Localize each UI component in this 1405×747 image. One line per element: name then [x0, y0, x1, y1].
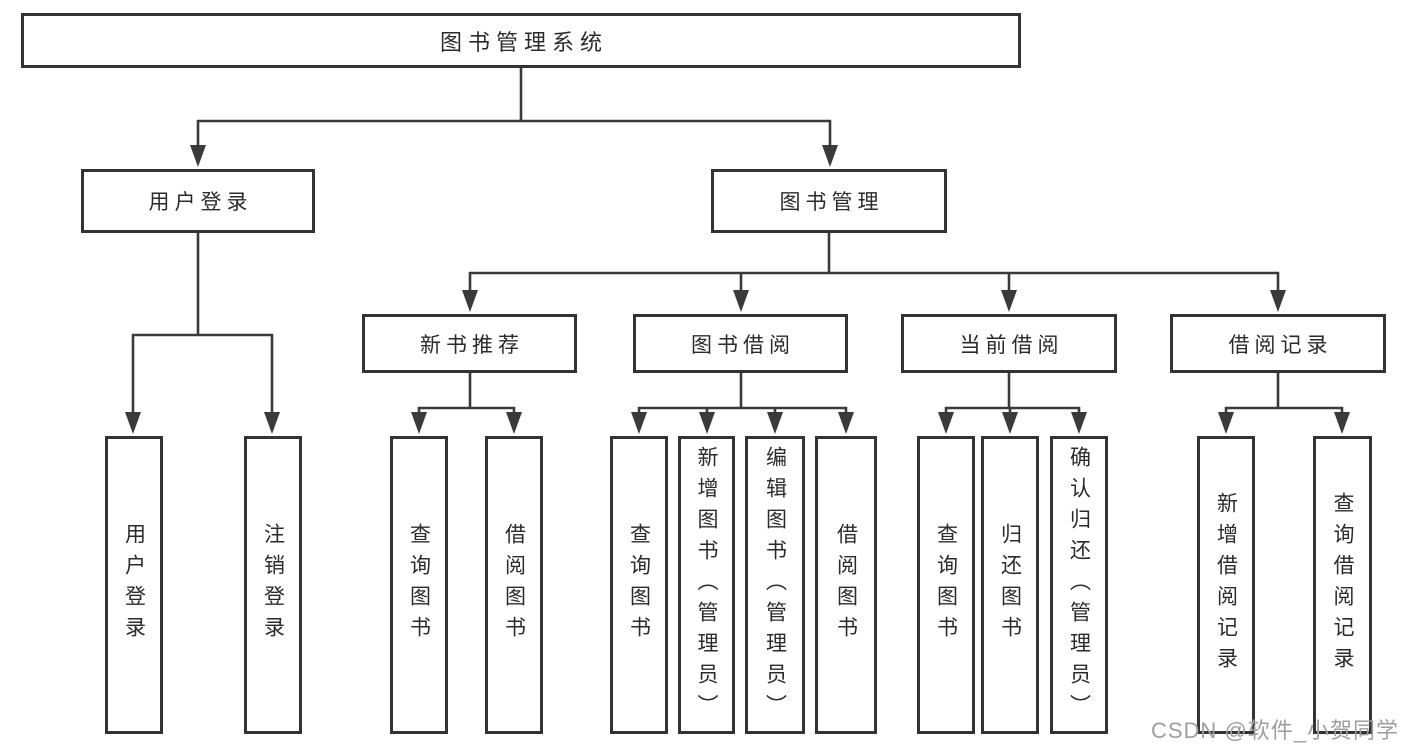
node-leaf-borrow-books-recommend-label: 借阅图书: [502, 523, 526, 647]
node-leaf-query-borrow-record-label: 查询借阅记录: [1331, 492, 1354, 678]
node-leaf-add-book-admin-label: 新增图书（管理员）: [695, 445, 718, 725]
node-new-book-recommend-label: 新书推荐: [420, 333, 524, 357]
node-leaf-user-login: 用户登录: [105, 436, 163, 734]
node-leaf-edit-book-admin: 编辑图书（管理员）: [745, 436, 805, 734]
arrowhead-icon: [1334, 412, 1350, 434]
node-leaf-user-login-label: 用户登录: [122, 523, 146, 647]
connector-new-book: [417, 373, 516, 416]
connector-borrow-record: [1224, 373, 1344, 416]
node-leaf-confirm-return-admin: 确认归还（管理员）: [1050, 436, 1108, 734]
node-leaf-add-borrow-record: 新增借阅记录: [1197, 436, 1255, 734]
node-book-borrowing: 图书借阅: [633, 314, 848, 373]
node-leaf-query-books-recommend: 查询图书: [390, 436, 448, 734]
node-library-system-label: 图书管理系统: [439, 29, 608, 55]
node-leaf-confirm-return-admin-label: 确认归还（管理员）: [1067, 445, 1091, 725]
node-current-borrowing-label: 当前借阅: [959, 333, 1064, 357]
node-book-borrowing-label: 图书借阅: [691, 333, 795, 357]
node-book-management-label: 图书管理: [779, 191, 884, 214]
node-leaf-edit-book-admin-label: 编辑图书（管理员）: [763, 445, 787, 725]
connector-book-management: [468, 233, 1280, 297]
connector-book-borrow: [637, 373, 848, 416]
connector-user-login: [131, 233, 274, 414]
arrowhead-icon: [1270, 290, 1286, 312]
node-leaf-logout-label: 注销登录: [261, 523, 285, 647]
node-leaf-return-books: 归还图书: [981, 436, 1039, 734]
node-leaf-logout: 注销登录: [244, 436, 302, 734]
arrowhead-icon: [1001, 290, 1017, 312]
arrowhead-icon: [822, 145, 838, 167]
node-leaf-return-books-label: 归还图书: [998, 523, 1022, 647]
node-user-login-branch: 用户登录: [81, 169, 315, 233]
node-leaf-query-books-current: 查询图书: [917, 436, 975, 734]
node-leaf-query-borrow-record: 查询借阅记录: [1313, 436, 1372, 734]
arrowhead-icon: [1218, 412, 1234, 434]
node-new-book-recommend: 新书推荐: [362, 314, 577, 373]
node-leaf-borrow-books-recommend: 借阅图书: [485, 436, 543, 734]
node-leaf-borrow-books-label: 借阅图书: [834, 523, 858, 647]
node-leaf-query-books-borrow: 查询图书: [610, 436, 668, 734]
node-library-system: 图书管理系统: [21, 13, 1021, 68]
arrowhead-icon: [411, 412, 427, 434]
arrowhead-icon: [938, 412, 954, 434]
arrowhead-icon: [767, 412, 783, 434]
node-leaf-borrow-books: 借阅图书: [815, 436, 877, 734]
arrowhead-icon: [1071, 412, 1087, 434]
csdn-watermark: CSDN @软件_小贺同学: [1150, 718, 1399, 743]
node-leaf-add-book-admin: 新增图书（管理员）: [678, 436, 735, 734]
arrowhead-icon: [1002, 412, 1018, 434]
node-leaf-add-borrow-record-label: 新增借阅记录: [1214, 492, 1238, 678]
connector-root: [196, 67, 832, 152]
connector-current-borrow: [944, 373, 1081, 416]
arrowhead-icon: [264, 412, 280, 434]
node-book-management: 图书管理: [711, 169, 947, 233]
arrowhead-icon: [699, 412, 715, 434]
node-leaf-query-books-borrow-label: 查询图书: [627, 523, 651, 647]
arrowhead-icon: [838, 412, 854, 434]
node-leaf-query-books-current-label: 查询图书: [934, 523, 958, 647]
arrowhead-icon: [631, 412, 647, 434]
arrowhead-icon: [733, 290, 749, 312]
arrowhead-icon: [462, 290, 478, 312]
node-current-borrowing: 当前借阅: [901, 314, 1117, 373]
node-borrowing-records-label: 借阅记录: [1228, 333, 1333, 357]
arrowhead-icon: [506, 412, 522, 434]
arrowhead-icon: [190, 145, 206, 167]
node-borrowing-records: 借阅记录: [1170, 314, 1386, 373]
arrowhead-icon: [125, 412, 141, 434]
node-user-login-branch-label: 用户登录: [148, 191, 253, 214]
node-leaf-query-books-recommend-label: 查询图书: [407, 523, 431, 647]
